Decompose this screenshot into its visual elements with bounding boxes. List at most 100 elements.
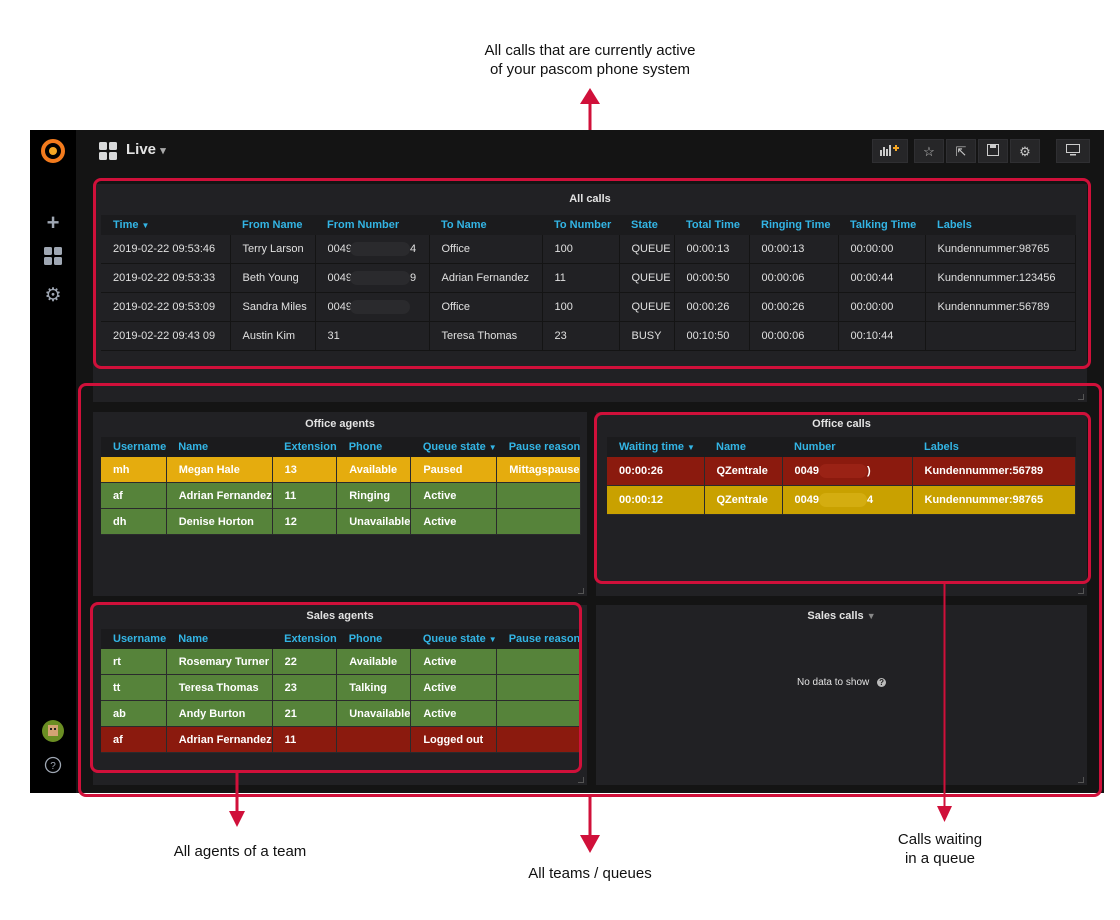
cell-labels bbox=[925, 321, 1076, 351]
cell-pause-reason bbox=[496, 674, 581, 701]
column-header-to-number[interactable]: To Number bbox=[542, 215, 619, 235]
highlight-agents bbox=[90, 602, 582, 773]
column-header-time[interactable]: Time▼ bbox=[101, 215, 230, 235]
cell-queue-state: Paused bbox=[410, 457, 498, 483]
table-row: 00:00:26 QZentrale 0049) Kundennummer:56… bbox=[607, 457, 1076, 486]
column-header-phone[interactable]: Phone bbox=[336, 629, 411, 649]
table-row: tt Teresa Thomas 23 Talking Active bbox=[101, 674, 581, 701]
cell-from-name: Austin Kim bbox=[230, 321, 316, 351]
cell-queue-state: Active bbox=[410, 700, 498, 727]
gear-icon[interactable]: ⚙ bbox=[44, 285, 62, 306]
star-button[interactable]: ☆ bbox=[914, 139, 944, 163]
table-header-row: Username Name Extension Phone Queue stat… bbox=[101, 629, 581, 649]
cell-phone: Available bbox=[336, 457, 412, 483]
cell-name: Teresa Thomas bbox=[166, 674, 273, 701]
cell-name: QZentrale bbox=[704, 485, 783, 515]
cell-to-number: 11 bbox=[542, 263, 620, 293]
cell-phone: Available bbox=[336, 649, 412, 675]
resize-handle[interactable] bbox=[1078, 777, 1084, 783]
cell-time: 2019-02-22 09:43 09 bbox=[101, 321, 231, 351]
column-header-queue-state[interactable]: Queue state▼ bbox=[410, 629, 497, 649]
cell-extension: 13 bbox=[272, 457, 338, 483]
help-icon[interactable]: ? bbox=[30, 756, 76, 780]
redacted-mask bbox=[818, 493, 867, 507]
number-suffix: 4 bbox=[866, 493, 874, 506]
dashboard-title-picker[interactable]: Live ▾ bbox=[126, 141, 166, 158]
number-suffix: 9 bbox=[409, 271, 417, 284]
grid-icon[interactable] bbox=[30, 247, 76, 271]
column-header-number[interactable]: Number bbox=[782, 437, 912, 457]
add-panel-button[interactable] bbox=[872, 139, 908, 163]
cell-username: ab bbox=[101, 700, 167, 727]
info-icon[interactable]: ? bbox=[877, 678, 887, 687]
resize-handle[interactable] bbox=[578, 777, 584, 783]
column-header-extension[interactable]: Extension bbox=[272, 437, 337, 457]
office-calls-table: Waiting time▼ Name Number Labels 00:00:2… bbox=[607, 437, 1076, 515]
resize-handle[interactable] bbox=[578, 588, 584, 594]
cell-total-time: 00:00:13 bbox=[674, 235, 750, 264]
resize-handle[interactable] bbox=[1078, 588, 1084, 594]
cell-total-time: 00:00:26 bbox=[674, 292, 750, 322]
panel-title: Sales calls bbox=[807, 610, 864, 622]
column-header-talking-time[interactable]: Talking Time bbox=[838, 215, 925, 235]
table-row: af Adrian Fernandez 11 Ringing Active bbox=[101, 482, 581, 509]
down-arrow bbox=[229, 773, 245, 827]
number-prefix: 0049 bbox=[794, 493, 819, 506]
column-header-name[interactable]: Name bbox=[166, 629, 273, 649]
office-agents-table: Username Name Extension Phone Queue stat… bbox=[101, 437, 581, 535]
column-header-username[interactable]: Username bbox=[101, 437, 167, 457]
sort-down-icon: ▼ bbox=[141, 221, 150, 230]
cell-pause-reason: Mittagspause bbox=[496, 457, 581, 483]
cell-waiting-time: 00:00:12 bbox=[607, 485, 705, 515]
settings-button[interactable]: ⚙ bbox=[1010, 139, 1040, 163]
cell-talking-time: 00:00:00 bbox=[838, 235, 926, 264]
column-header-phone[interactable]: Phone bbox=[336, 437, 411, 457]
cell-username: tt bbox=[101, 674, 167, 701]
cell-pause-reason bbox=[496, 482, 581, 509]
column-header-total-time[interactable]: Total Time bbox=[674, 215, 749, 235]
cell-talking-time: 00:00:44 bbox=[838, 263, 926, 293]
column-header-state[interactable]: State bbox=[619, 215, 674, 235]
column-header-username[interactable]: Username bbox=[101, 629, 167, 649]
plus-icon[interactable]: + bbox=[46, 210, 60, 235]
cell-to-number: 23 bbox=[542, 321, 620, 351]
save-button[interactable] bbox=[978, 139, 1008, 163]
cell-name: Adrian Fernandez bbox=[166, 726, 273, 753]
cell-name: Rosemary Turner bbox=[166, 649, 273, 675]
redacted-mask bbox=[349, 242, 410, 256]
table-row: af Adrian Fernandez 11 Logged out bbox=[101, 726, 581, 753]
sort-down-icon: ▼ bbox=[686, 443, 695, 452]
panel-title-menu[interactable]: Sales calls ▼ bbox=[596, 610, 1087, 622]
column-header-to-name[interactable]: To Name bbox=[429, 215, 542, 235]
column-header-waiting-time[interactable]: Waiting time▼ bbox=[607, 437, 704, 457]
column-header-labels[interactable]: Labels bbox=[912, 437, 1076, 457]
table-header-row: Username Name Extension Phone Queue stat… bbox=[101, 437, 581, 457]
resize-handle[interactable] bbox=[1078, 394, 1084, 400]
annotation-all-calls: All calls that are currently active of y… bbox=[440, 41, 740, 79]
column-header-labels[interactable]: Labels bbox=[925, 215, 1076, 235]
annotation-line: of your pascom phone system bbox=[489, 61, 691, 78]
column-header-pause-reason[interactable]: Pause reason bbox=[496, 437, 581, 457]
cell-phone: Unavailable bbox=[336, 508, 412, 535]
cell-from-number: 0049 bbox=[315, 292, 430, 322]
column-header-ringing-time[interactable]: Ringing Time bbox=[749, 215, 838, 235]
column-label: Queue state bbox=[422, 441, 486, 453]
grafana-logo-icon[interactable] bbox=[30, 138, 76, 170]
column-header-extension[interactable]: Extension bbox=[272, 629, 337, 649]
cell-queue-state: Active bbox=[410, 482, 498, 509]
column-header-name[interactable]: Name bbox=[704, 437, 782, 457]
column-header-from-number[interactable]: From Number bbox=[315, 215, 429, 235]
cell-state: BUSY bbox=[619, 321, 675, 351]
column-header-from-name[interactable]: From Name bbox=[230, 215, 315, 235]
tv-mode-button[interactable] bbox=[1056, 139, 1090, 163]
column-header-queue-state[interactable]: Queue state▼ bbox=[410, 437, 497, 457]
column-header-name[interactable]: Name bbox=[166, 437, 273, 457]
user-avatar-icon[interactable] bbox=[30, 720, 76, 748]
column-header-pause-reason[interactable]: Pause reason bbox=[496, 629, 581, 649]
share-button[interactable]: ⇱ bbox=[946, 139, 976, 163]
cell-to-name: Teresa Thomas bbox=[429, 321, 543, 351]
share-icon: ⇱ bbox=[955, 144, 967, 159]
cell-to-name: Office bbox=[429, 235, 543, 264]
cell-talking-time: 00:00:00 bbox=[838, 292, 926, 322]
cell-to-number: 100 bbox=[542, 235, 620, 264]
